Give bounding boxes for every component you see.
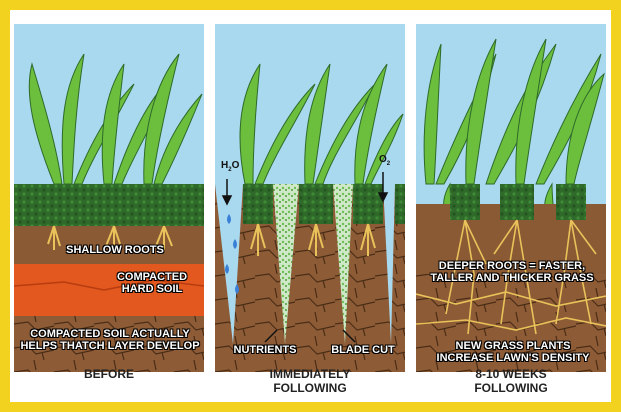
- label-deeper-roots: DEEPER ROOTS = FASTER, TALLER AND THICKE…: [424, 260, 600, 284]
- oxygen-label: O2: [379, 154, 390, 167]
- label-nutrients: NUTRIENTS: [225, 344, 305, 356]
- caption-weeks-following: 8-10 WEEKS FOLLOWING: [416, 367, 606, 395]
- aeration-illustration: [215, 24, 405, 372]
- before-illustration: [14, 24, 204, 372]
- label-blade-cut: BLADE CUT: [323, 344, 403, 356]
- label-thatch-layer: COMPACTED SOIL ACTUALLY HELPS THATCH LAY…: [18, 328, 202, 352]
- diagram-canvas: SHALLOW ROOTS COMPACTED HARD SOIL COMPAC…: [10, 10, 611, 402]
- panel-immediately-following: H2O O2 NUTRIENTS BLADE CUT: [215, 24, 405, 372]
- caption-before: BEFORE: [14, 367, 204, 381]
- water-label: H2O: [221, 160, 239, 173]
- label-shallow-roots: SHALLOW ROOTS: [60, 244, 170, 256]
- label-new-grass-plants: NEW GRASS PLANTS INCREASE LAWN'S DENSITY: [430, 340, 596, 364]
- label-compacted-hard-soil: COMPACTED HARD SOIL: [104, 271, 200, 295]
- panel-weeks-following: DEEPER ROOTS = FASTER, TALLER AND THICKE…: [416, 24, 606, 372]
- recovery-illustration: [416, 24, 606, 372]
- panel-before: SHALLOW ROOTS COMPACTED HARD SOIL COMPAC…: [14, 24, 204, 372]
- caption-immediately-following: IMMEDIATELY FOLLOWING: [215, 367, 405, 395]
